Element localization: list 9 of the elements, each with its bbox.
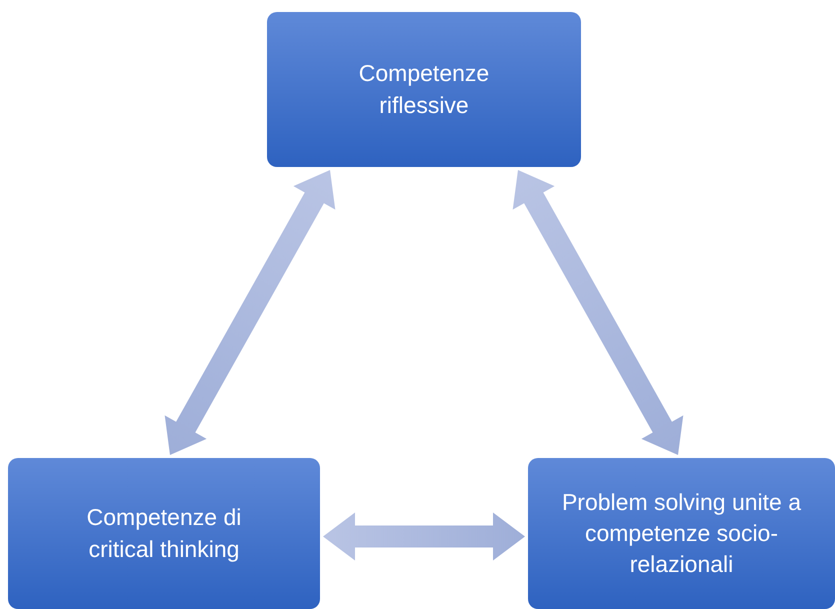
box-label: Competenze di critical thinking (86, 503, 242, 564)
process-box (528, 458, 835, 609)
process-box (267, 12, 581, 167)
double-arrow (164, 170, 336, 455)
box-label: Problem solving unite a competenze socio-relazionali (562, 488, 802, 580)
process-box (8, 458, 320, 609)
box-label: Competenze riflessive (358, 59, 490, 120)
double-arrow (512, 170, 684, 455)
double-arrow (323, 512, 525, 561)
